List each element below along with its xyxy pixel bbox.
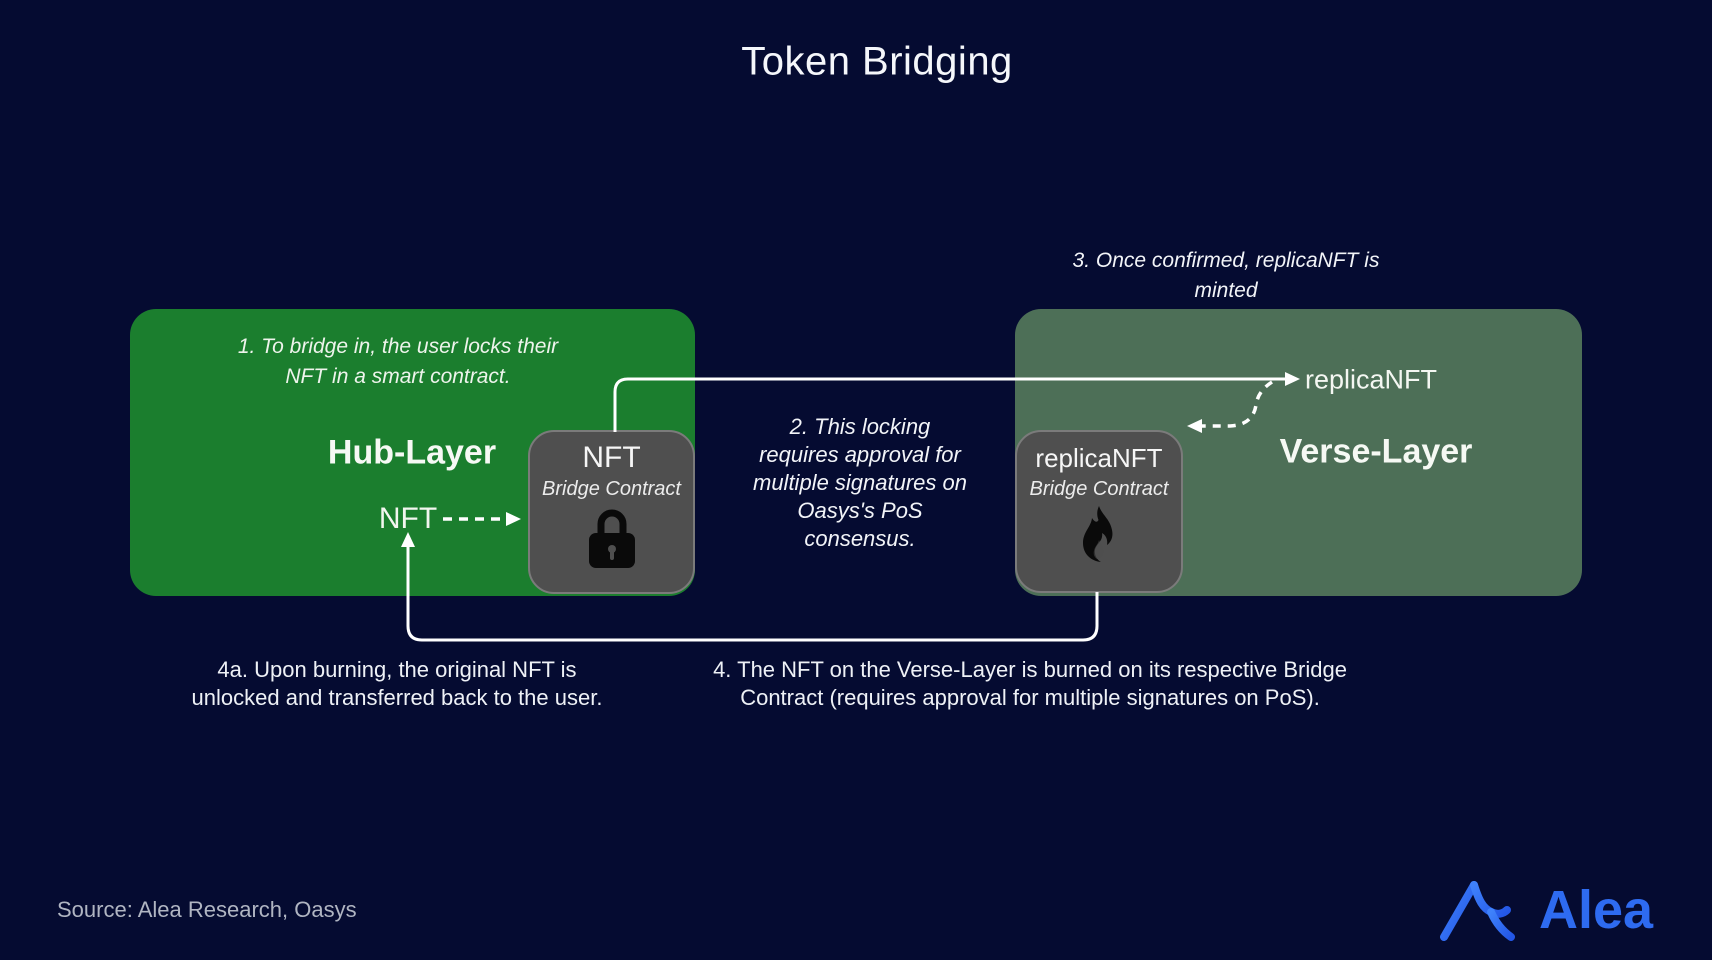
step3-line1: 3. Once confirmed, replicaNFT is bbox=[1072, 249, 1380, 272]
replica-bridge-contract-box: replicaNFT Bridge Contract bbox=[1015, 430, 1183, 593]
step2-line2: requires approval for bbox=[759, 442, 961, 467]
step2-line4: Oasys's PoS bbox=[797, 498, 923, 523]
step1-line1: 1. To bridge in, the user locks their bbox=[237, 335, 559, 358]
replica-bridge-contract-subtitle: Bridge Contract bbox=[1029, 478, 1169, 500]
nft-bridge-contract-box: NFT Bridge Contract bbox=[528, 430, 695, 594]
step4-line1: 4. The NFT on the Verse-Layer is burned … bbox=[713, 657, 1347, 682]
alea-logo-mark-icon bbox=[1440, 881, 1515, 941]
page-title: Token Bridging bbox=[741, 39, 1013, 84]
step3-line2: minted bbox=[1194, 279, 1258, 302]
step1-note: 1. To bridge in, the user locks their NF… bbox=[238, 332, 558, 392]
nft-bridge-contract-title: NFT bbox=[582, 441, 641, 474]
step4-note: 4. The NFT on the Verse-Layer is burned … bbox=[713, 656, 1347, 712]
step4a-line1: 4a. Upon burning, the original NFT is bbox=[217, 657, 577, 682]
step4a-line2: unlocked and transferred back to the use… bbox=[191, 685, 603, 710]
step4a-note: 4a. Upon burning, the original NFT is un… bbox=[192, 656, 603, 712]
alea-logo: Alea bbox=[1437, 877, 1677, 943]
step2-note: 2. This locking requires approval for mu… bbox=[753, 413, 967, 553]
step2-line3: multiple signatures on bbox=[752, 470, 968, 495]
step2-line5: consensus. bbox=[804, 526, 916, 551]
step2-line1: 2. This locking bbox=[789, 414, 931, 439]
verse-layer-label: Verse-Layer bbox=[1279, 432, 1473, 471]
step4-line2: Contract (requires approval for multiple… bbox=[740, 685, 1320, 710]
step1-line2: NFT in a smart contract. bbox=[285, 365, 511, 388]
source-caption: Source: Alea Research, Oasys bbox=[57, 897, 357, 922]
hub-nft-token-label: NFT bbox=[378, 502, 438, 535]
fire-icon bbox=[1083, 506, 1113, 562]
replica-nft-token-label: replicaNFT bbox=[1305, 364, 1438, 395]
hub-layer-label: Hub-Layer bbox=[327, 433, 497, 472]
alea-logo-text: Alea bbox=[1539, 880, 1654, 940]
replica-bridge-contract-title: replicaNFT bbox=[1035, 443, 1163, 473]
step3-note: 3. Once confirmed, replicaNFT is minted bbox=[1073, 246, 1380, 306]
lock-icon bbox=[588, 509, 635, 568]
nft-bridge-contract-subtitle: Bridge Contract bbox=[542, 478, 681, 500]
